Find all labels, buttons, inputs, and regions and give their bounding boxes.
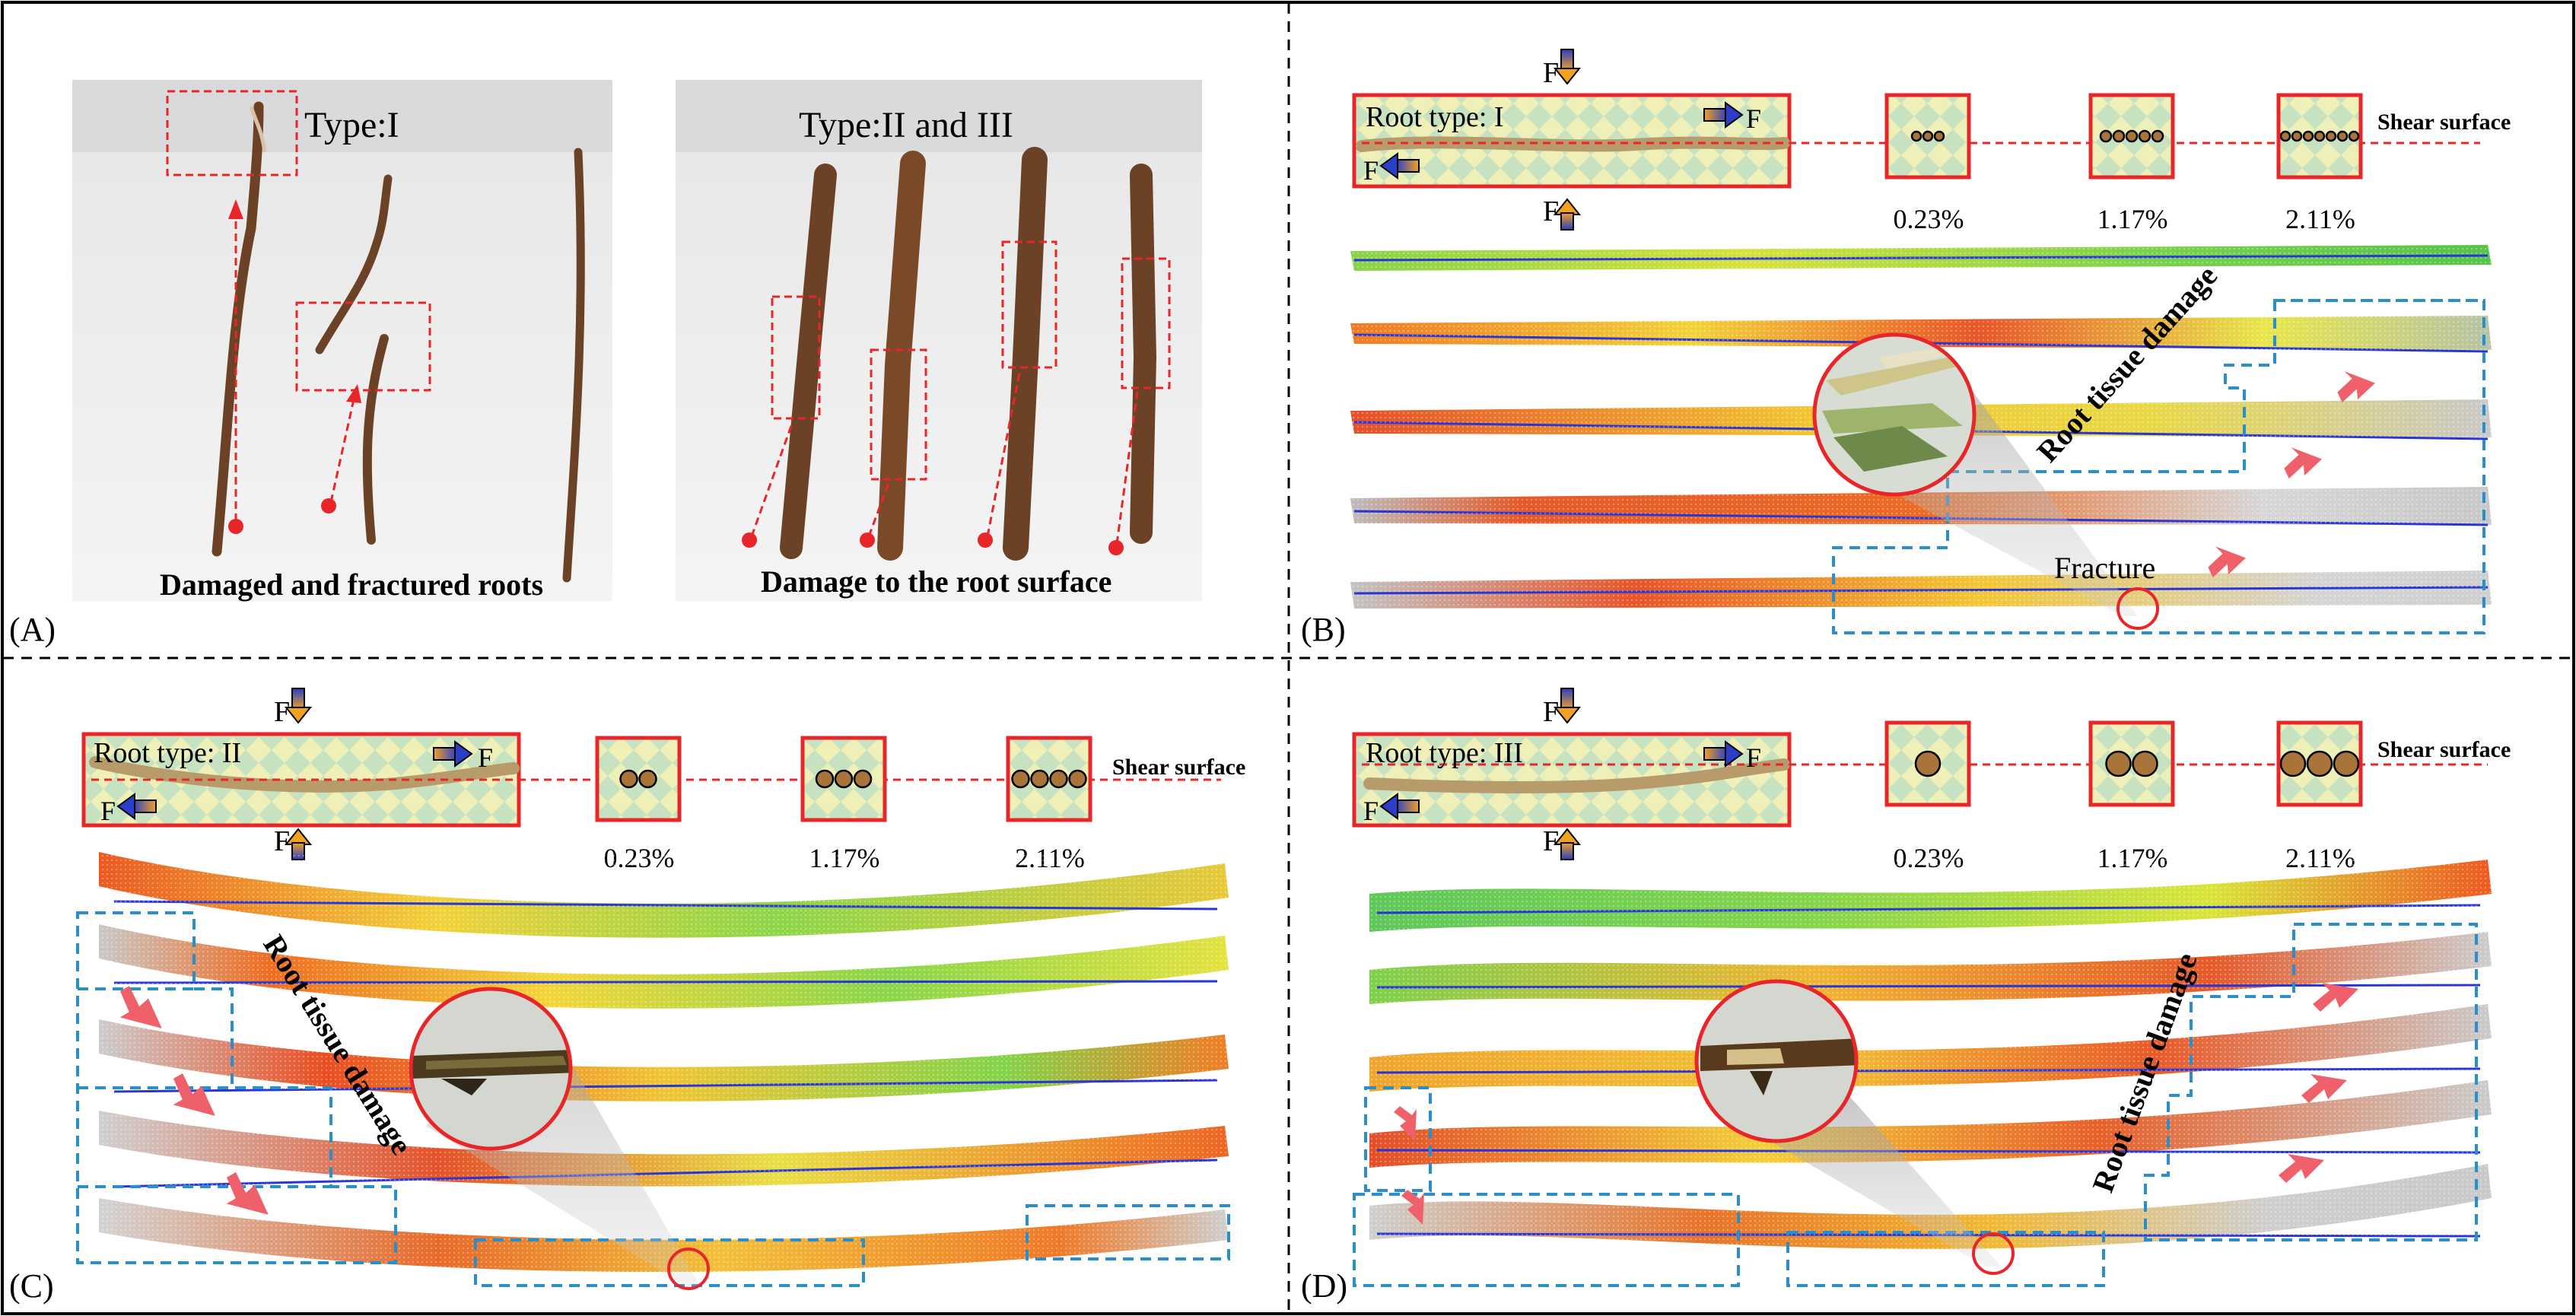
root-section-dot [619, 769, 638, 789]
root-section-dot [2279, 750, 2307, 777]
percent-b-0: 0.23% [1894, 204, 1964, 234]
panel-label-c: (C) [9, 1267, 54, 1305]
photo-left-title: Type:I [304, 105, 399, 145]
root-type-label-d: Root type: III [1366, 737, 1523, 769]
cross-section-tiles-d [1884, 720, 2363, 807]
zoom-inset-b [1812, 332, 1977, 497]
schematic-c: Root type: II F F F F Shear surface 0.23… [81, 688, 1245, 873]
root-section-dot [2138, 129, 2151, 143]
percent-b-1: 1.17% [2097, 204, 2168, 234]
damage-brackets-b [1832, 299, 2485, 634]
photo-left-caption: Damaged and fractured roots [160, 567, 543, 602]
cross-section-tile [595, 736, 682, 822]
panel-b: Root type: I F F F F Shear surface 0.23%… [1301, 49, 2511, 648]
root-section-dot [2125, 129, 2139, 143]
shear-surface-label-d: Shear surface [2377, 737, 2511, 762]
photo-damaged-roots: Type:I Damaged and fractured roots [72, 80, 612, 602]
force-label-b-bottom: F [1543, 195, 1559, 227]
schematic-b: Root type: I F F F F Shear surface 0.23%… [1352, 49, 2511, 234]
zoom-inset-d [1694, 979, 1859, 1143]
root-section-dot [1068, 769, 1087, 789]
damage-brackets-d [1353, 923, 2478, 1287]
root-section-dot [2333, 750, 2360, 777]
damage-arrows-c [119, 985, 269, 1215]
force-label-c-bottom: F [274, 825, 290, 857]
root-section-dot [2099, 129, 2113, 143]
cross-section-tiles-c [595, 736, 1092, 822]
fracture-marker-b [2116, 587, 2159, 630]
force-label-c-right: F [478, 742, 493, 773]
force-label-d-bottom: F [1543, 825, 1559, 857]
root-section-dot [2306, 750, 2333, 777]
panel-c: Root type: II F F F F Shear surface 0.23… [9, 688, 1245, 1305]
panel-label-a: (A) [9, 611, 56, 648]
root-section-dot [1933, 130, 1945, 142]
damage-arrows-b [2208, 371, 2375, 578]
cross-section-tile [2088, 720, 2175, 807]
root-section-dot [1011, 769, 1030, 789]
panel-d: Root type: III F F F F Shear surface 0.2… [1301, 688, 2511, 1305]
force-label-c-left: F [100, 796, 116, 826]
root-section-dot [2279, 130, 2291, 142]
panel-a: Type:I Damaged and fractured roots Type:… [9, 80, 1202, 648]
point-clouds-c [99, 852, 1229, 1286]
force-label-b-top: F [1543, 57, 1559, 89]
root-section-dot [2314, 130, 2326, 142]
force-label-d-right: F [1746, 742, 1761, 773]
root-type-label-c: Root type: II [94, 737, 241, 769]
root-section-dot [1910, 130, 1922, 142]
zoom-inset-c [409, 987, 573, 1151]
force-label-d-top: F [1543, 696, 1559, 728]
fracture-marker-c [667, 1248, 710, 1290]
force-label-b-right: F [1746, 103, 1761, 134]
root-section-dot [2336, 130, 2349, 142]
schematic-d: Root type: III F F F F Shear surface 0.2… [1352, 688, 2511, 873]
force-label-c-top: F [274, 696, 290, 728]
root-section-dot [2291, 130, 2303, 142]
root-section-dot [853, 769, 873, 789]
percent-b-2: 2.11% [2285, 204, 2355, 234]
root-section-dot [834, 769, 854, 789]
force-label-d-left: F [1363, 796, 1379, 826]
photo-right-caption: Damage to the root surface [761, 564, 1111, 599]
root-section-dot [2112, 129, 2126, 143]
root-section-dot [638, 769, 657, 789]
root-section-dot [1049, 769, 1068, 789]
shear-surface-label-c: Shear surface [1112, 755, 1245, 780]
shear-surface-label-b: Shear surface [2377, 110, 2511, 135]
root-section-dot [1922, 130, 1934, 142]
panel-label-d: (D) [1301, 1267, 1347, 1305]
root-section-dot [1030, 769, 1049, 789]
fracture-marker-d [1972, 1232, 2015, 1275]
root-section-dot [2105, 750, 2132, 777]
fracture-label-b: Fracture [2054, 551, 2155, 585]
root-section-dot [2348, 130, 2360, 142]
panel-label-b: (B) [1301, 611, 1346, 648]
root-section-dot [2325, 130, 2337, 142]
root-section-dot [2132, 750, 2158, 777]
root-section-dot [2302, 130, 2314, 142]
force-label-b-left: F [1363, 155, 1379, 186]
damage-arrows-d [1394, 983, 2358, 1225]
photo-root-surface: Type:II and III Damage to the root surfa… [676, 80, 1202, 601]
damage-brackets-c [76, 911, 1230, 1287]
photo-right-title: Type:II and III [799, 105, 1013, 145]
root-section-dot [2151, 129, 2164, 143]
root-section-dot [815, 769, 835, 789]
root-type-label-b: Root type: I [1366, 101, 1504, 133]
root-section-dot [1914, 750, 1942, 777]
cross-section-tiles-b [1884, 93, 2363, 180]
